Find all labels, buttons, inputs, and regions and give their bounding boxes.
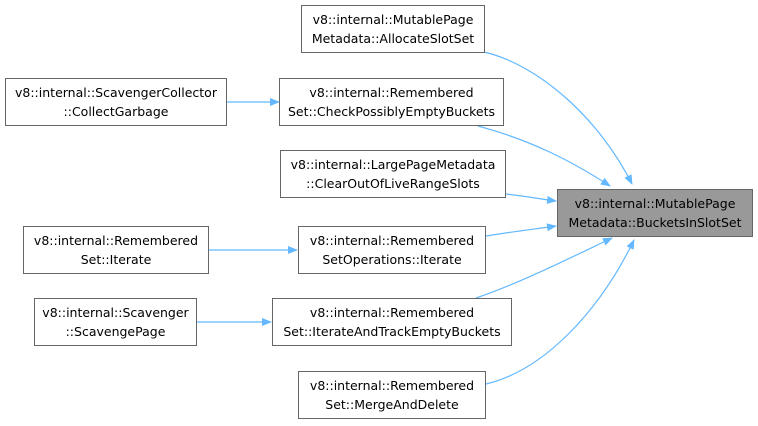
node-check-line1: v8::internal::Remembered xyxy=(309,85,474,100)
node-merge-line2: Set::MergeAndDelete xyxy=(325,397,459,412)
node-remembered-set-operations-iterate[interactable]: v8::internal::Remembered SetOperations::… xyxy=(298,226,486,274)
node-clear-line1: v8::internal::LargePageMetadata xyxy=(290,157,496,172)
node-rso-iterate-line2: SetOperations::Iterate xyxy=(322,252,462,267)
node-allocate-slot-set[interactable]: v8::internal::MutablePage Metadata::Allo… xyxy=(301,5,485,53)
node-check-possibly-empty-buckets[interactable]: v8::internal::Remembered Set::CheckPossi… xyxy=(279,78,504,126)
node-allocate-line1: v8::internal::MutablePage xyxy=(312,12,474,27)
node-target-line1: v8::internal::MutablePage xyxy=(574,196,736,211)
node-rs-iterate-line2: Set::Iterate xyxy=(80,252,152,267)
node-merge-and-delete[interactable]: v8::internal::Remembered Set::MergeAndDe… xyxy=(298,371,486,419)
node-scavenge-page[interactable]: v8::internal::Scavenger ::ScavengePage xyxy=(34,298,197,346)
node-scavenge-line1: v8::internal::Scavenger xyxy=(42,305,189,320)
node-collect-garbage[interactable]: v8::internal::ScavengerCollector ::Colle… xyxy=(5,78,227,126)
edge-clear-to-target xyxy=(505,193,557,204)
node-merge-line1: v8::internal::Remembered xyxy=(309,378,475,393)
node-clear-line2: ::ClearOutOfLiveRangeSlots xyxy=(306,176,480,191)
node-allocate-line2: Metadata::AllocateSlotSet xyxy=(311,31,475,46)
edge-rso-iterate-to-target xyxy=(485,223,557,237)
node-scavenge-line2: ::ScavengePage xyxy=(65,324,166,339)
node-collect-line1: v8::internal::ScavengerCollector xyxy=(15,85,217,100)
node-remembered-set-iterate[interactable]: v8::internal::Remembered Set::Iterate xyxy=(23,226,209,274)
node-rso-iterate-line1: v8::internal::Remembered xyxy=(309,233,475,248)
edge-check-to-target xyxy=(477,125,611,187)
node-rs-iterate-line1: v8::internal::Remembered xyxy=(33,233,199,248)
node-track-line1: v8::internal::Remembered xyxy=(309,305,475,320)
node-iterate-and-track-empty-buckets[interactable]: v8::internal::Remembered Set::IterateAnd… xyxy=(272,298,512,346)
edge-allocate-to-target xyxy=(483,51,633,185)
node-collect-line2: ::CollectGarbage xyxy=(63,104,169,119)
edge-track-to-target xyxy=(475,237,613,299)
node-target-line2: Metadata::BucketsInSlotSet xyxy=(568,215,742,230)
node-buckets-in-slot-set: v8::internal::MutablePage Metadata::Buck… xyxy=(557,189,753,237)
node-clear-out-of-live-range-slots[interactable]: v8::internal::LargePageMetadata ::ClearO… xyxy=(280,150,506,198)
node-track-line2: Set::IterateAndTrackEmptyBuckets xyxy=(283,324,501,339)
node-check-line2: Set::CheckPossiblyEmptyBuckets xyxy=(287,104,496,119)
edge-merge-to-target xyxy=(485,239,635,385)
